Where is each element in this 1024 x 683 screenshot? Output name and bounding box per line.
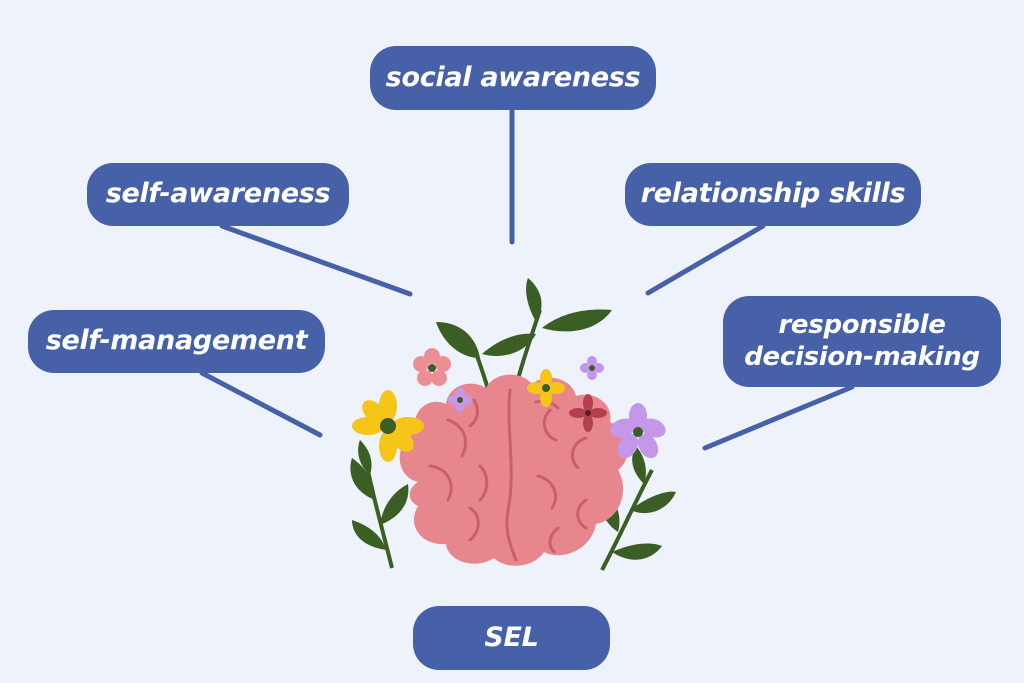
node-label: self-awareness: [105, 178, 331, 210]
left-branch-icon: [350, 440, 409, 569]
center-label: SEL: [484, 621, 539, 653]
connector-responsible-decision-making: [702, 384, 855, 451]
connector-relationship-skills: [645, 223, 766, 296]
brain-illustration: [350, 278, 676, 571]
node-label: social awareness: [385, 61, 641, 93]
connector-self-management: [199, 370, 323, 438]
node-label: responsible decision-making: [744, 310, 980, 372]
right-branch-icon: [600, 446, 676, 571]
node-responsible-decision-making: responsible decision-making: [723, 296, 1001, 387]
node-relationship-skills: relationship skills: [625, 163, 921, 226]
sprout-icon: [436, 278, 612, 421]
flower-icon: [352, 348, 666, 462]
brain-icon: [399, 374, 628, 566]
node-social-awareness: social awareness: [370, 46, 656, 110]
node-self-awareness: self-awareness: [87, 163, 349, 226]
center-node-sel: SEL: [413, 606, 610, 670]
node-self-management: self-management: [28, 310, 325, 373]
connector-self-awareness: [219, 223, 413, 297]
node-label: self-management: [45, 325, 308, 357]
node-label: relationship skills: [640, 178, 906, 210]
